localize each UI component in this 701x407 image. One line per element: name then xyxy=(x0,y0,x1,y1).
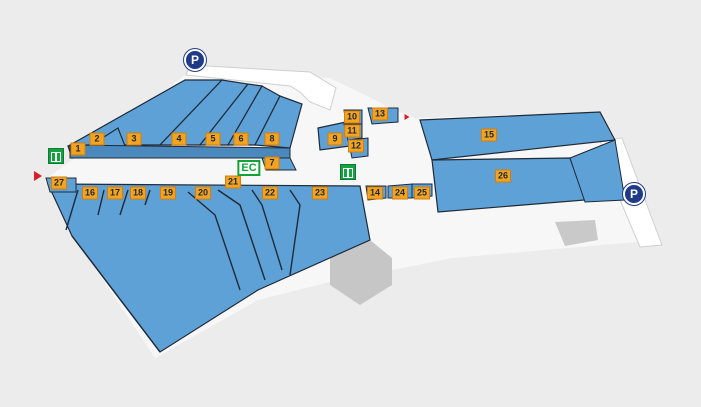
unit-label-11[interactable]: 11 xyxy=(344,124,360,138)
entrance-arrow-icon xyxy=(404,114,410,120)
unit-label-8[interactable]: 8 xyxy=(264,132,280,146)
unit-label-24[interactable]: 24 xyxy=(391,186,409,200)
escalator-icon[interactable]: EC xyxy=(237,160,261,176)
entrance-arrow-icon xyxy=(34,171,42,181)
unit-label-7[interactable]: 7 xyxy=(264,156,280,170)
unit-label-12[interactable]: 12 xyxy=(347,139,365,153)
service-block xyxy=(330,240,392,305)
unit-label-18[interactable]: 18 xyxy=(129,186,147,200)
unit-label-16[interactable]: 16 xyxy=(81,186,99,200)
unit-label-14[interactable]: 14 xyxy=(366,186,384,200)
unit-label-19[interactable]: 19 xyxy=(159,186,177,200)
unit-label-26[interactable]: 26 xyxy=(494,169,512,183)
service-block xyxy=(555,220,598,246)
unit-label-6[interactable]: 6 xyxy=(233,132,249,146)
unit-label-5[interactable]: 5 xyxy=(205,132,221,146)
unit-label-10[interactable]: 10 xyxy=(343,110,361,124)
parking-icon[interactable]: P xyxy=(623,183,645,205)
unit-label-27[interactable]: 27 xyxy=(50,176,68,190)
unit-label-23[interactable]: 23 xyxy=(311,186,329,200)
unit-label-25[interactable]: 25 xyxy=(413,186,431,200)
elevator-icon[interactable] xyxy=(48,148,64,164)
roof-strip xyxy=(185,64,337,111)
elevator-icon[interactable] xyxy=(340,164,356,180)
unit-label-13[interactable]: 13 xyxy=(371,107,389,121)
unit-label-17[interactable]: 17 xyxy=(106,186,124,200)
unit-label-15[interactable]: 15 xyxy=(480,128,498,142)
unit-label-21[interactable]: 21 xyxy=(224,175,242,189)
unit-label-22[interactable]: 22 xyxy=(261,186,279,200)
unit-label-2[interactable]: 2 xyxy=(89,132,105,146)
parking-icon[interactable]: P xyxy=(184,49,206,71)
unit-label-3[interactable]: 3 xyxy=(126,132,142,146)
unit-label-1[interactable]: 1 xyxy=(70,142,86,156)
unit-label-9[interactable]: 9 xyxy=(327,132,343,146)
unit-label-4[interactable]: 4 xyxy=(171,132,187,146)
unit-dividers xyxy=(65,189,301,353)
unit-label-20[interactable]: 20 xyxy=(194,186,212,200)
